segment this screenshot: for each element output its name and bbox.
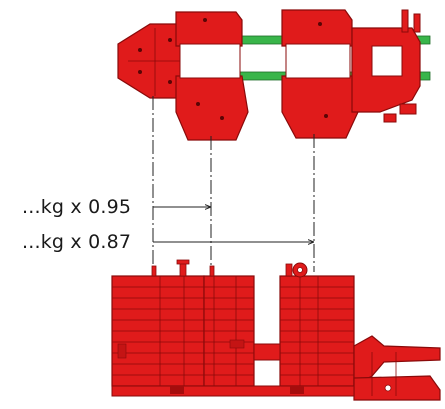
factor-label-2: ...kg x 0.87 — [22, 231, 132, 253]
weight-block-1-bottom — [175, 75, 249, 141]
weight-block-2-core — [285, 43, 351, 79]
stud-4 — [285, 263, 293, 277]
top-view-weight-frame — [117, 9, 431, 141]
projection-lines — [152, 96, 315, 272]
weight-block-1-top — [175, 11, 243, 47]
weight-block-2-bottom — [281, 75, 359, 139]
factor-label-1: ...kg x 0.95 — [22, 196, 132, 218]
stud-1 — [151, 265, 157, 277]
base-skid — [111, 385, 355, 397]
hitch-slot — [371, 45, 403, 77]
connecting-bar — [253, 343, 281, 361]
weight-block-1-core — [179, 43, 241, 79]
side-view-weight-stack — [111, 259, 441, 401]
rear-tow-arm — [353, 375, 441, 401]
weight-block-2-top — [281, 9, 353, 47]
stud-3 — [209, 265, 215, 277]
